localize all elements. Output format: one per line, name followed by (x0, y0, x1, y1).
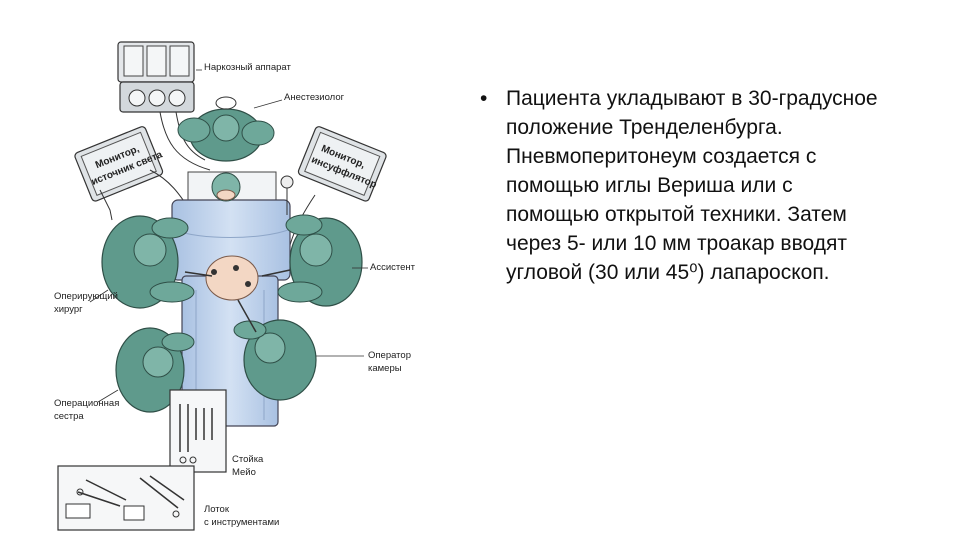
bullet-item: • Пациента укладывают в 30-градусное пол… (480, 84, 900, 287)
label-instrument-tray-1: Лоток (204, 504, 230, 515)
bullet-icon: • (480, 87, 488, 110)
label-mayo-stand-2: Мейо (232, 467, 256, 478)
nurse-icon (115, 327, 195, 413)
label-anesthesia-machine: Наркозный аппарат (204, 62, 291, 73)
label-anesthesiologist: Анестезиолог (284, 92, 345, 103)
anesthesia-machine-icon (117, 41, 211, 171)
label-assistant: Ассистент (370, 262, 416, 273)
mayo-stand-icon (169, 389, 227, 473)
label-mayo-stand-1: Стойка (232, 454, 264, 465)
anesthesiologist-icon (177, 96, 275, 162)
patient-head-icon (211, 172, 241, 202)
label-camera-operator-1: Оператор (368, 350, 411, 361)
monitor-insufflator-icon (297, 126, 387, 202)
label-nurse-1: Операционная (54, 398, 119, 409)
description-panel: • Пациента укладывают в 30-градусное пол… (480, 84, 900, 287)
label-nurse-2: сестра (54, 411, 84, 422)
camera-operator-icon (233, 299, 317, 401)
label-surgeon-1: Оперирующий (54, 291, 118, 302)
bullet-text: Пациента укладывают в 30-градусное полож… (506, 87, 878, 284)
label-camera-operator-2: камеры (368, 363, 402, 374)
label-instrument-tray-2: с инструментами (204, 517, 279, 528)
monitor-light-source-icon (74, 126, 164, 202)
label-surgeon-2: хирург (54, 304, 83, 315)
instrument-tray-icon (57, 465, 195, 531)
iv-pole-icon (280, 175, 294, 215)
assistant-icon (261, 214, 363, 307)
surgeon-icon (101, 215, 213, 309)
